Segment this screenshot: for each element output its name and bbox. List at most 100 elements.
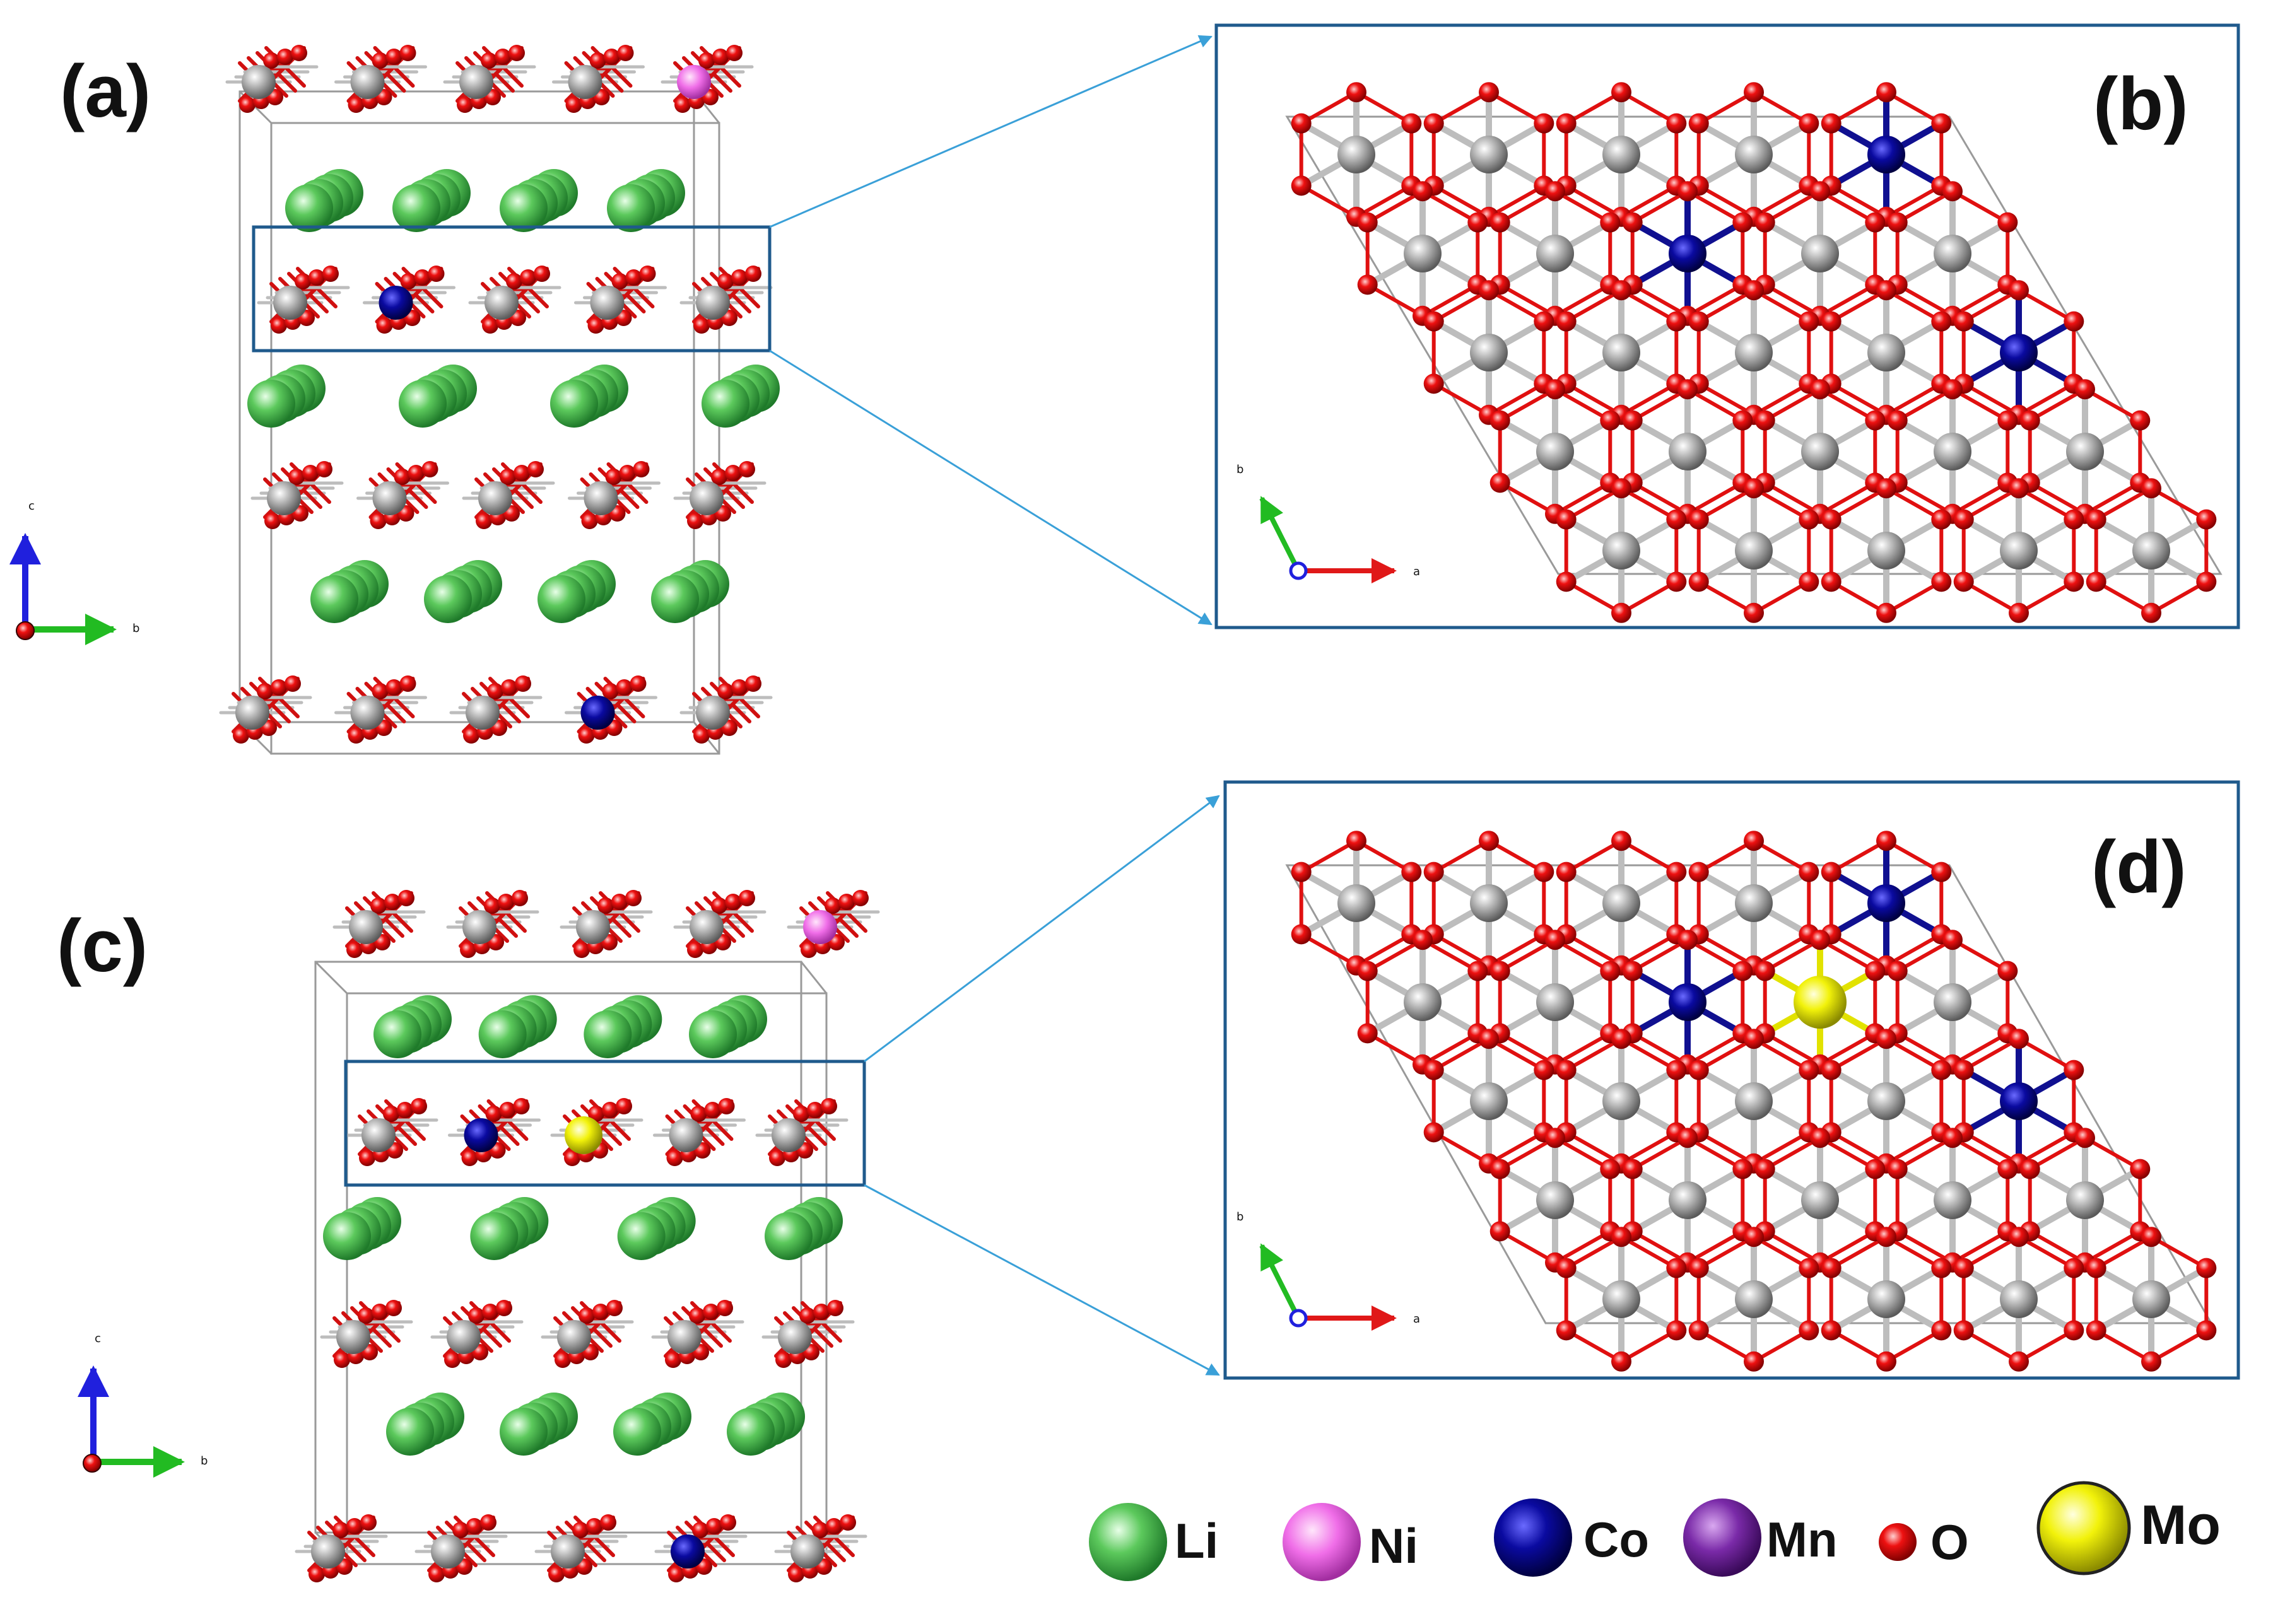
metal-atom — [485, 286, 519, 320]
oxygen-atom — [358, 1307, 374, 1324]
oxygen-edge — [1630, 481, 1689, 516]
oxygen-edge — [1564, 486, 1623, 522]
oxygen-edge — [1961, 486, 2021, 522]
li-layer — [310, 560, 729, 623]
metal-atom — [1470, 334, 1508, 371]
oxygen-atom — [2130, 410, 2151, 431]
oxygen-atom — [1799, 1258, 1819, 1278]
tm-oxide-slab — [332, 890, 880, 958]
oxygen-atom — [385, 679, 402, 696]
oxygen-atom — [482, 317, 498, 334]
oxygen-edge — [1686, 938, 1745, 973]
oxygen-atom — [1413, 930, 1433, 950]
oxygen-edge — [1884, 839, 1944, 874]
oxygen-edge — [1354, 90, 1414, 126]
oxygen-atom — [573, 942, 590, 958]
oxygen-atom — [1887, 212, 1908, 233]
oxygen-atom — [616, 1098, 632, 1114]
oxygen-edge — [1696, 839, 1756, 874]
oxygen-atom — [1556, 1320, 1577, 1341]
oxygen-edge — [1630, 387, 1689, 423]
metal-atom — [2000, 1280, 2038, 1318]
oxygen-edge — [1431, 839, 1491, 874]
oxygen-atom — [2141, 478, 2161, 499]
oxygen-atom — [514, 465, 530, 481]
metal-atom — [1801, 235, 1839, 272]
oxygen-atom — [370, 897, 387, 914]
oxygen-atom — [1423, 1060, 1444, 1080]
oxygen-atom — [1732, 212, 1753, 233]
oxygen-edge — [1619, 382, 1679, 417]
oxygen-atom — [1744, 1227, 1764, 1247]
oxygen-atom — [731, 269, 748, 286]
oxygen-atom — [1942, 1128, 1963, 1148]
oxygen-atom — [332, 1522, 349, 1538]
oxygen-atom — [428, 266, 445, 282]
axis-triad-d: b a — [1236, 1210, 1420, 1331]
oxygen-edge — [2083, 481, 2142, 516]
oxygen-atom — [799, 1307, 816, 1324]
oxygen-atom — [597, 897, 614, 914]
oxygen-atom — [2009, 1227, 2029, 1247]
oxygen-edge — [1884, 486, 1944, 522]
lithium-atom — [392, 184, 440, 232]
oxygen-atom — [1401, 862, 1422, 882]
oxygen-atom — [605, 469, 622, 485]
oxygen-atom — [372, 52, 389, 69]
oxygen-atom — [444, 1352, 461, 1368]
lithium-atom — [323, 1212, 371, 1260]
metal-atom — [1602, 532, 1640, 570]
oxygen-atom — [807, 1102, 823, 1118]
oxygen-atom — [668, 1566, 684, 1582]
oxygen-atom — [1622, 1159, 1643, 1179]
lithium-atom — [500, 184, 548, 232]
lithium-atom — [247, 380, 295, 428]
zoom-arrows-ab — [769, 35, 1213, 626]
oxygen-edge — [1829, 1037, 1888, 1072]
oxygen-atom — [1556, 571, 1577, 592]
oxygen-atom — [1611, 1351, 1631, 1372]
metal-atom — [2066, 1181, 2104, 1219]
metal-atom — [696, 286, 730, 320]
oxygen-atom — [1799, 311, 1819, 332]
oxygen-atom — [1744, 602, 1764, 623]
oxygen-edge — [1630, 1136, 1689, 1171]
oxygen-atom — [1799, 1320, 1819, 1341]
oxygen-atom — [1821, 509, 1842, 530]
oxygen-edge — [1829, 382, 1888, 417]
oxygen-atom — [801, 942, 817, 958]
oxygen-edge — [1431, 90, 1491, 126]
oxygen-atom — [674, 96, 691, 113]
tm-oxide-slab — [257, 266, 773, 334]
oxygen-atom — [769, 1150, 785, 1166]
oxygen-atom — [717, 683, 734, 699]
oxygen-edge — [1421, 1031, 1480, 1066]
oxygen-atom — [1942, 379, 1963, 400]
oxygen-atom — [385, 49, 402, 65]
oxygen-atom — [506, 273, 522, 289]
oxygen-edge — [1553, 1136, 1612, 1171]
oxygen-edge — [1951, 938, 2010, 973]
oxygen-atom — [587, 317, 604, 334]
oxygen-atom — [1666, 113, 1687, 134]
oxygen-atom — [1611, 1227, 1631, 1247]
oxygen-atom — [1953, 311, 1974, 332]
metal-atom — [690, 481, 724, 515]
oxygen-atom — [2086, 509, 2106, 530]
oxygen-atom — [495, 49, 511, 65]
metal-atom — [790, 1534, 825, 1569]
oxygen-edge — [2017, 486, 2076, 522]
oxygen-atom — [484, 897, 500, 914]
oxygen-atom — [501, 679, 517, 696]
oxygen-atom — [1489, 961, 1510, 981]
metal-atom — [1602, 884, 1640, 922]
oxygen-atom — [812, 1522, 828, 1538]
axis-label-a-top-d: a — [1413, 1312, 1420, 1326]
oxygen-atom — [739, 461, 755, 477]
oxygen-atom — [718, 1098, 735, 1114]
oxygen-atom — [825, 897, 841, 914]
axis-label-b-c: b — [201, 1454, 208, 1468]
metal-atom — [311, 1534, 345, 1569]
oxygen-atom — [316, 461, 332, 477]
legend-label-mo: Mo — [2141, 1493, 2221, 1556]
